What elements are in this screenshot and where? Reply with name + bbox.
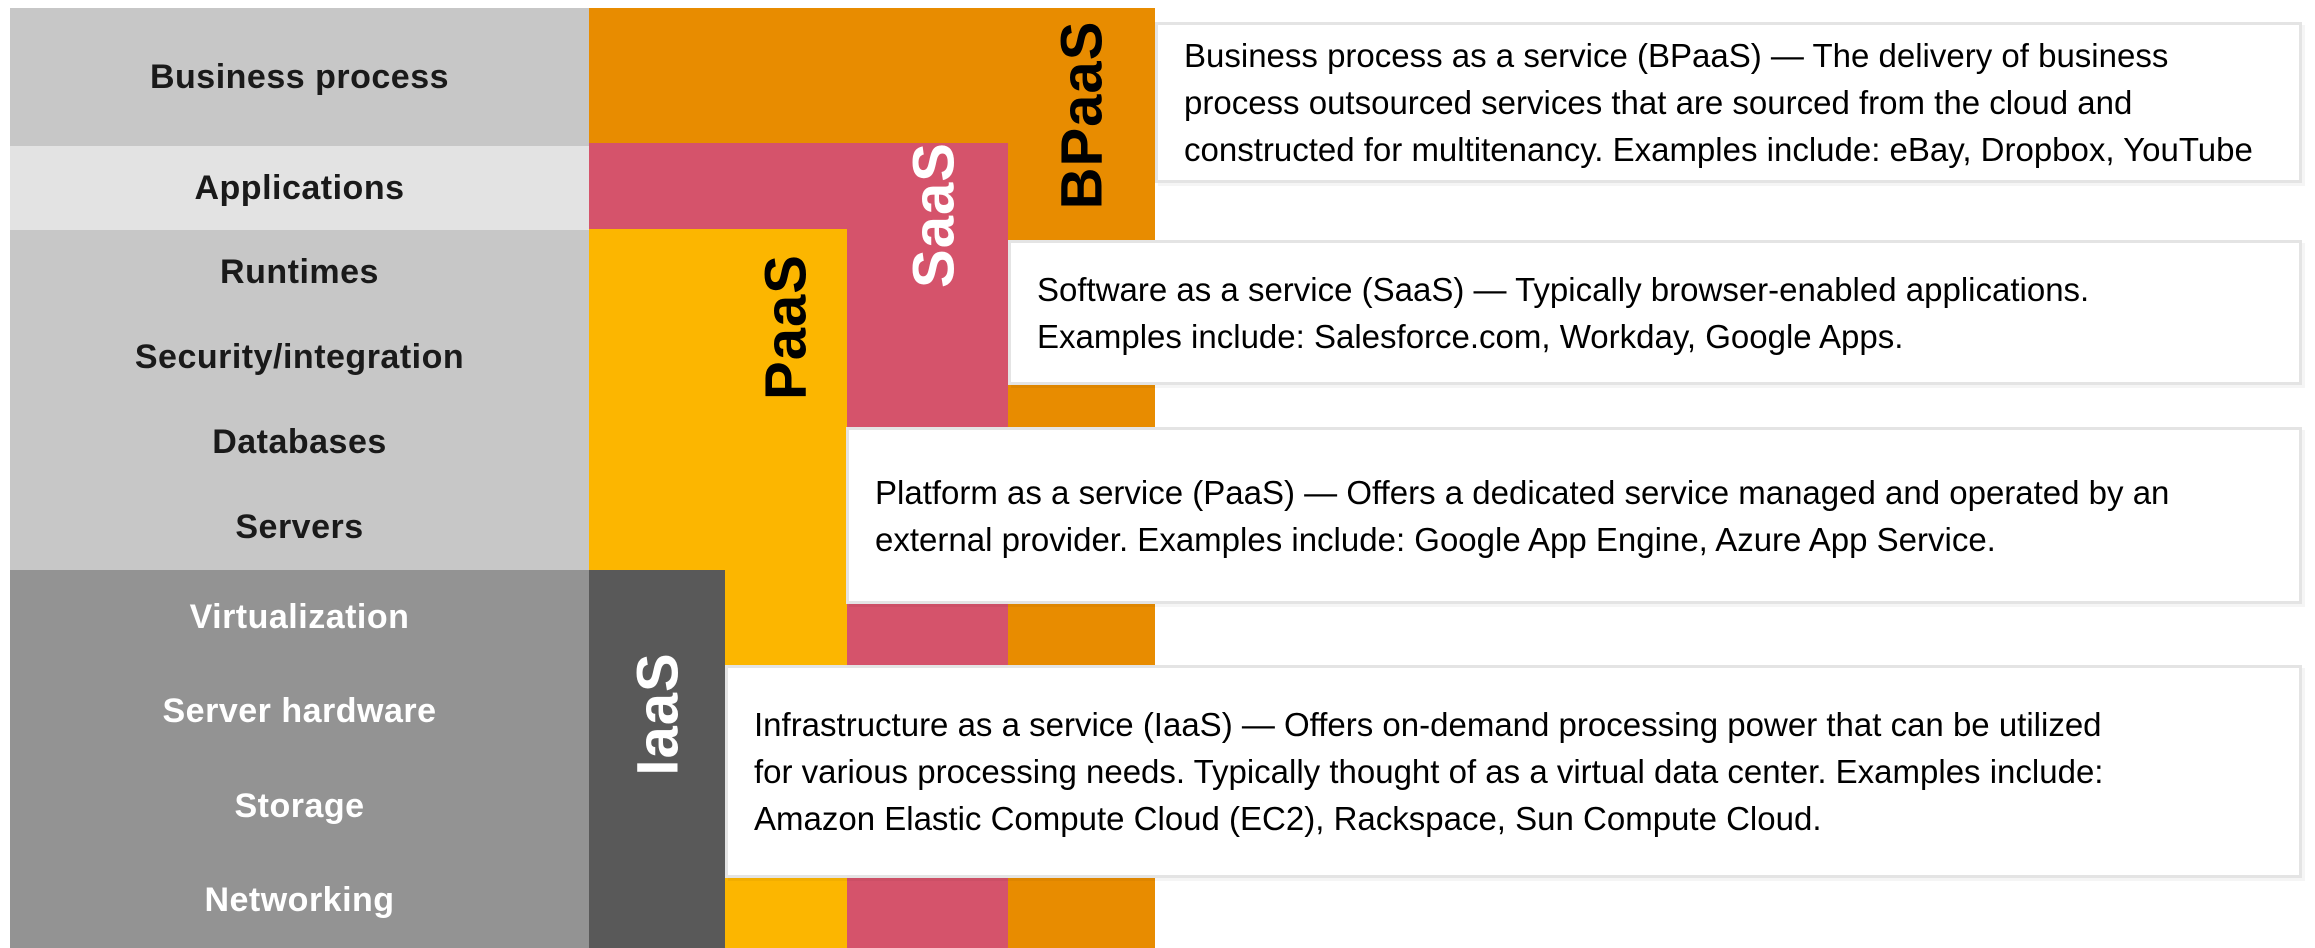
iaas-description-box: Infrastructure as a service (IaaS) — Off… (725, 665, 2302, 878)
description-line: constructed for multitenancy. Examples i… (1184, 131, 2253, 168)
layer-row-storage: Storage (10, 759, 589, 854)
layer-label: Storage (234, 786, 365, 825)
iaas-column-shape (589, 570, 725, 948)
paas-description-box: Platform as a service (PaaS) — Offers a … (846, 427, 2302, 604)
layer-row-runtimes: Runtimes (10, 230, 589, 315)
description-line: Software as a service (SaaS) — Typically… (1037, 270, 2090, 308)
description-line: Platform as a service (PaaS) — Offers a … (875, 473, 2170, 511)
iaas-label: IaaS (625, 652, 691, 776)
layer-label: Applications (194, 168, 405, 207)
description-line: process outsourced services that are sou… (1184, 84, 2133, 121)
platform-layers-band: Runtimes Security/integration Databases … (10, 230, 589, 570)
description-line: Infrastructure as a service (IaaS) — Off… (754, 706, 2102, 743)
layer-row-business-process: Business process (10, 8, 589, 146)
layer-row-networking: Networking (10, 854, 589, 948)
layer-label: Servers (235, 508, 364, 546)
paas-label: PaaS (753, 254, 819, 400)
layer-row-security-integration: Security/integration (10, 315, 589, 400)
bpaas-label: BPaaS (1049, 20, 1115, 210)
description-line: Business process as a service (BPaaS) — … (1184, 37, 2169, 74)
layer-label: Runtimes (220, 253, 379, 291)
layer-row-servers: Servers (10, 485, 589, 570)
infrastructure-layers-band: Virtualization Server hardware Storage N… (10, 570, 589, 948)
business-process-band: Business process (10, 8, 589, 146)
layer-label: Server hardware (162, 692, 437, 731)
saas-label: SaaS (901, 142, 967, 288)
layer-row-applications: Applications (10, 146, 589, 230)
layer-row-virtualization: Virtualization (10, 570, 589, 665)
description-line: external provider. Examples include: Goo… (875, 520, 1996, 558)
saas-description-box: Software as a service (SaaS) — Typically… (1008, 240, 2302, 385)
description-line: Examples include: Salesforce.com, Workda… (1037, 317, 1904, 355)
applications-band: Applications (10, 146, 589, 230)
layer-label: Networking (204, 881, 395, 920)
layer-row-server-hardware: Server hardware (10, 665, 589, 760)
layer-label: Business process (149, 57, 450, 96)
description-line: Amazon Elastic Compute Cloud (EC2), Rack… (754, 800, 1822, 837)
description-line: for various processing needs. Typically … (754, 753, 2104, 790)
layer-label: Security/integration (134, 338, 465, 376)
layer-label: Virtualization (189, 597, 410, 636)
stack-layers-panel: Business process Applications Runtimes S… (10, 8, 589, 948)
layer-row-databases: Databases (10, 400, 589, 485)
bpaas-description-box: Business process as a service (BPaaS) — … (1155, 22, 2302, 183)
layer-label: Databases (212, 423, 387, 461)
